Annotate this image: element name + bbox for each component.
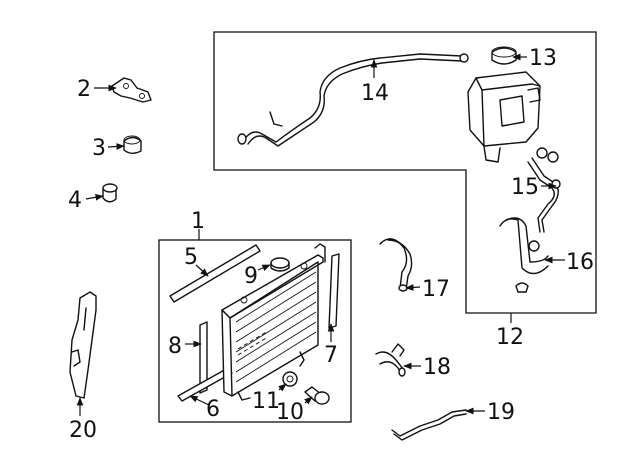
callout-1: 1 [191, 209, 205, 234]
bolt-part[interactable] [304, 386, 330, 405]
side-seal-left-part[interactable] [199, 321, 208, 394]
callout-19: 19 [487, 400, 515, 425]
bypass-tube-part[interactable] [391, 409, 467, 441]
callout-2: 2 [77, 77, 91, 102]
radiator-part[interactable] [221, 243, 326, 401]
reservoir-group-frame [213, 31, 597, 314]
bracket-part[interactable] [111, 77, 152, 103]
callout-5: 5 [184, 245, 198, 270]
callout-14: 14 [361, 81, 389, 106]
air-guide-part[interactable] [69, 291, 97, 399]
callout-7: 7 [324, 343, 338, 368]
callout-4: 4 [68, 188, 82, 213]
radiator-group-frame [158, 239, 352, 423]
reservoir-cap-part[interactable] [491, 46, 517, 65]
mount-bushing-part[interactable] [102, 183, 118, 203]
callout-labels: 1 2 3 4 5 6 7 8 9 10 11 12 13 14 15 16 1… [68, 46, 594, 443]
drain-plug-part[interactable] [282, 371, 298, 387]
upper-seal-part[interactable] [169, 244, 261, 303]
callout-20: 20 [69, 418, 97, 443]
grommet-part[interactable] [123, 135, 142, 154]
callout-6: 6 [206, 397, 220, 422]
callout-9: 9 [244, 264, 258, 289]
lower-hose-part[interactable] [375, 343, 406, 377]
callout-15: 15 [511, 175, 539, 200]
callout-17: 17 [422, 277, 450, 302]
callout-8: 8 [168, 334, 182, 359]
reservoir-bracket-part[interactable] [499, 217, 549, 293]
overflow-hose-part[interactable] [237, 53, 469, 147]
callout-13: 13 [529, 46, 557, 71]
radiator-cap-part[interactable] [270, 257, 290, 272]
callout-11: 11 [252, 389, 280, 414]
callout-16: 16 [566, 250, 594, 275]
side-seal-right-part[interactable] [328, 253, 340, 329]
callout-18: 18 [423, 355, 451, 380]
callout-10: 10 [276, 400, 304, 425]
callout-3: 3 [92, 136, 106, 161]
coolant-reservoir-part[interactable] [467, 71, 541, 163]
leader-lines [76, 53, 565, 416]
callout-12: 12 [496, 325, 524, 350]
upper-hose-part[interactable] [379, 238, 413, 292]
